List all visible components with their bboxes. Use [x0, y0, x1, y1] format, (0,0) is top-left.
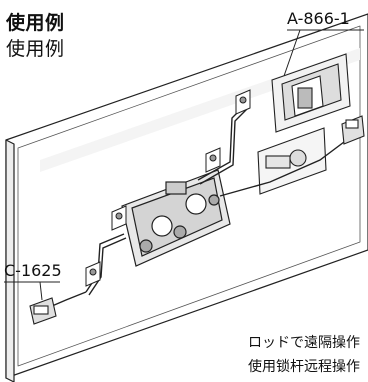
- page-subtitle: 使用例: [6, 38, 65, 60]
- part-label-a866-1: A-866-1: [287, 9, 350, 28]
- caption-japanese: ロッドで遠隔操作: [248, 335, 360, 351]
- handle-middle: [257, 127, 327, 195]
- connecting-rods: [51, 103, 353, 307]
- latch-c1625: [29, 297, 57, 325]
- label-leaders: [4, 29, 364, 301]
- rod-brackets: [85, 89, 251, 287]
- part-label-c1625: C-1625: [4, 261, 62, 280]
- caption-chinese: 使用锁杆远程操作: [248, 359, 360, 375]
- right-latch: [341, 115, 365, 145]
- handle-a866-1: [271, 53, 351, 133]
- central-lock-mechanism: [121, 169, 231, 267]
- page-title: 使用例: [6, 12, 65, 34]
